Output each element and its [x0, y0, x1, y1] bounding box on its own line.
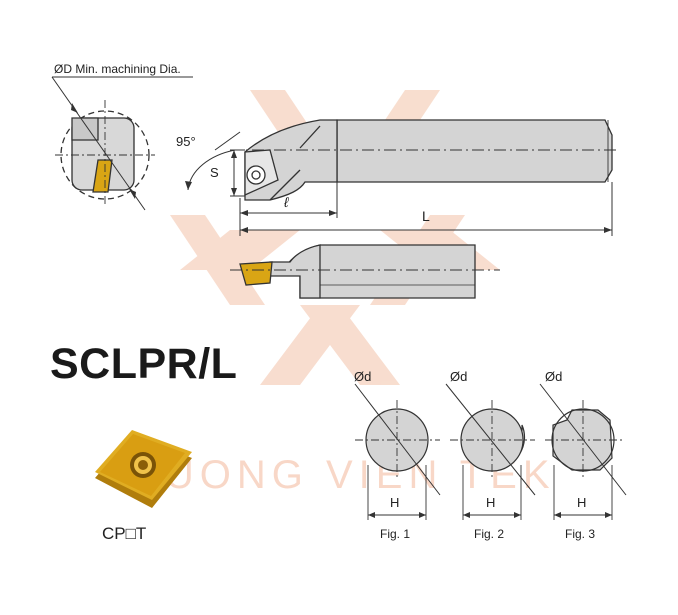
fig2-h-label: H — [486, 495, 495, 510]
angle-dimension — [185, 131, 241, 191]
l-big-label: L — [422, 208, 430, 224]
s-label: S — [210, 165, 219, 180]
insert-image — [95, 430, 192, 508]
fig3-diameter-label: Ød — [545, 369, 562, 384]
end-view — [51, 76, 193, 211]
s-dimension — [230, 149, 245, 197]
insert-code-label: CP□T — [102, 524, 147, 543]
l-big-dimension — [239, 182, 613, 236]
min-dia-label: ØD Min. machining Dia. — [54, 62, 181, 76]
holder-top-view — [230, 119, 620, 201]
fig2-caption: Fig. 2 — [474, 527, 504, 541]
angle-label: 95° — [176, 134, 196, 149]
product-title: SCLPR/L — [50, 340, 238, 388]
fig2-diameter-label: Ød — [450, 369, 467, 384]
fig1-h-label: H — [390, 495, 399, 510]
fig3-section — [539, 383, 627, 520]
fig3-caption: Fig. 3 — [565, 527, 595, 541]
l-small-label: ℓ — [283, 194, 289, 210]
fig1-diameter-label: Ød — [354, 369, 371, 384]
fig3-h-label: H — [577, 495, 586, 510]
fig2-section — [445, 383, 536, 520]
holder-side-view — [230, 244, 500, 299]
fig1-section — [354, 383, 441, 520]
l-small-dimension — [239, 182, 338, 218]
fig1-caption: Fig. 1 — [380, 527, 410, 541]
